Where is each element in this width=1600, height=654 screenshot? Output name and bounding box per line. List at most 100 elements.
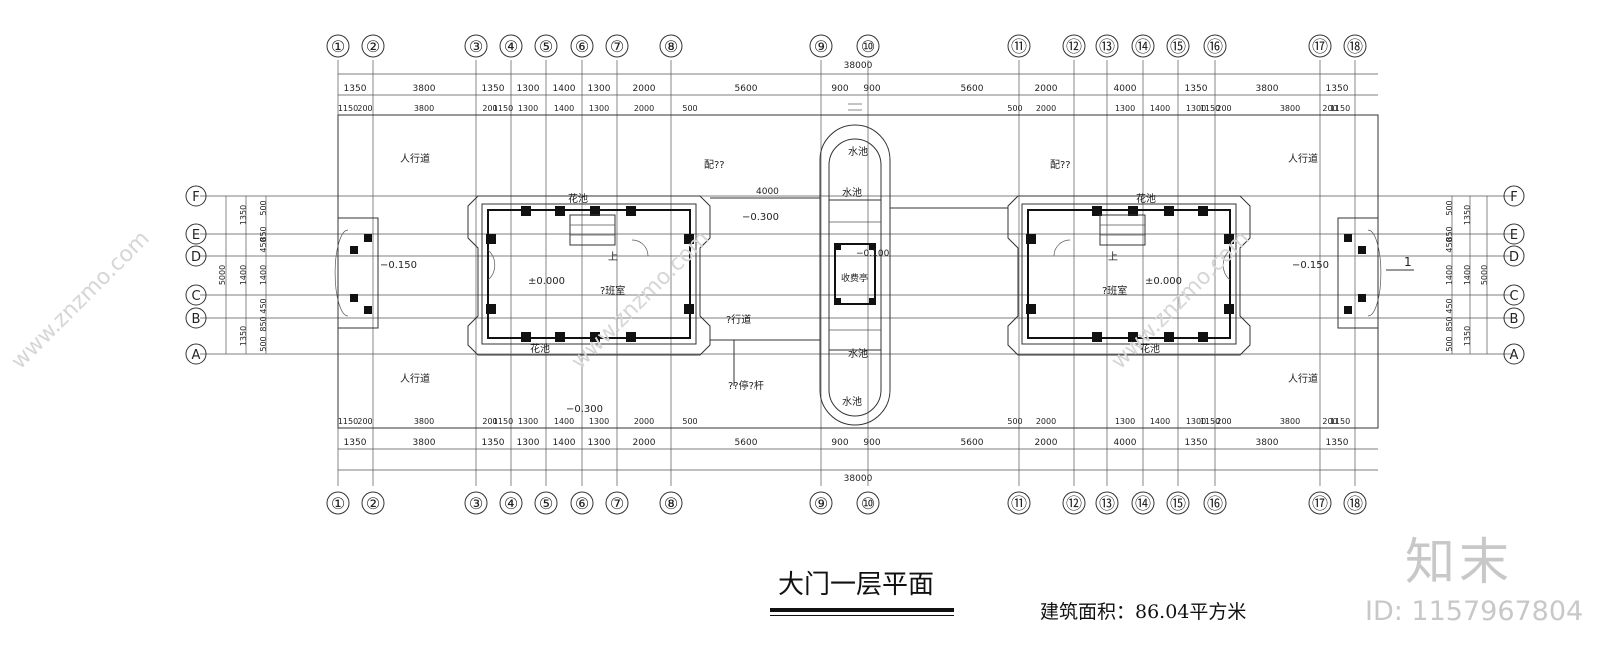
dimension-text: 200 [482, 417, 497, 426]
grid-number: ⑨ [814, 37, 828, 56]
grid-bubble [185, 223, 207, 245]
dimension-text: 500 [682, 104, 697, 113]
room-labels: 人行道 人行道 人行道 人行道 花池 花池 花池 花池 ?班室 ?班室 上 上 … [380, 145, 1412, 415]
dimension-text: 3800 [414, 104, 434, 113]
grid-number: ④ [504, 37, 518, 56]
title-underline-thick [770, 608, 954, 612]
dimension-text: 1300 [588, 84, 611, 94]
dimension-text: 1150 [338, 417, 358, 426]
dimension-text: 1400 [554, 417, 574, 426]
side-dimension-text: 5000 [1480, 265, 1489, 285]
grid-number: ① [331, 494, 345, 513]
dimension-text: 1350 [1185, 438, 1208, 448]
dimension-text: 2000 [1036, 104, 1056, 113]
grid-bubble [809, 491, 833, 515]
dimension-text: 1350 [1326, 84, 1349, 94]
dimension-text: 1400 [553, 84, 576, 94]
side-dimension-text: 450 [1445, 237, 1454, 252]
grid-bubble [1095, 34, 1119, 58]
grid-number: ① [331, 37, 345, 56]
grid-bubble [1308, 491, 1332, 515]
grid-bubble [605, 491, 629, 515]
dimension-text: 900 [831, 438, 848, 448]
grid-number: ⑫ [1066, 37, 1082, 56]
left-gatehouse [467, 195, 711, 356]
side-dimension-text: 500 [259, 336, 268, 351]
grid-bubble [1503, 307, 1525, 329]
grid-number: ⑩ [861, 494, 875, 513]
grid-bubble [326, 34, 350, 58]
grid-number: ⑰ [1312, 494, 1328, 513]
watermark-logo: 知末 [1405, 533, 1513, 591]
grid-bubble [856, 491, 880, 515]
grid-bubble [1007, 34, 1031, 58]
label-up-l: 上 [608, 251, 618, 263]
dimension-text: 38000 [844, 61, 873, 71]
dimension-text: 3800 [1280, 104, 1300, 113]
grid-bubble [534, 34, 558, 58]
level-0-right: ±0.000 [1145, 276, 1182, 287]
grid-number: ⑫ [1066, 494, 1082, 513]
grid-bubble [1203, 491, 1227, 515]
grid-number: ⑨ [814, 494, 828, 513]
dimension-text: 2000 [1035, 84, 1058, 94]
grid-number: ② [366, 494, 380, 513]
grid-bubble [185, 284, 207, 306]
dimension-text: 3800 [1280, 417, 1300, 426]
label-sidewalk-tr: 人行道 [1288, 152, 1318, 165]
dimension-text: 900 [863, 438, 880, 448]
dimension-text: 5600 [961, 438, 984, 448]
grid-number: ⑬ [1099, 494, 1115, 513]
dimension-text: 5600 [961, 84, 984, 94]
side-dimension-text: 1350 [239, 326, 248, 346]
dimension-text: 200 [357, 104, 372, 113]
grid-number: ⑭ [1135, 37, 1151, 56]
grid-number: ⑰ [1312, 37, 1328, 56]
grid-bubble [534, 491, 558, 515]
vertical-grid-lines [337, 60, 1356, 486]
grid-bubble [1131, 34, 1155, 58]
dimension-text: 1300 [1115, 104, 1135, 113]
watermark-url-3: www.znzmo.com [1107, 226, 1255, 374]
label-barrier: ??停?杆 [728, 379, 764, 392]
side-dimension-text: 1400 [1445, 265, 1454, 285]
side-dimension-text: 450 [1445, 298, 1454, 313]
label-toll-booth: 收费亭 [841, 272, 868, 284]
grid-number: ⑥ [575, 37, 589, 56]
grid-letter: F [192, 190, 199, 205]
grid-bubble [856, 34, 880, 58]
central-island [819, 103, 891, 426]
grid-bubble [1503, 223, 1525, 245]
grid-bubble [361, 34, 385, 58]
dimension-text: 2000 [633, 438, 656, 448]
lane-lines [710, 197, 1008, 386]
grid-bubble [185, 307, 207, 329]
grid-number: ⑯ [1207, 494, 1223, 513]
dimension-text: 3800 [413, 438, 436, 448]
grid-letter: E [192, 228, 200, 243]
grid-bubble [1343, 491, 1367, 515]
dimension-text: 200 [1216, 104, 1231, 113]
watermark-id: ID: 1157967804 [1365, 596, 1584, 627]
level-m300-bottom: −0.300 [566, 404, 603, 415]
grid-number: ⑥ [575, 494, 589, 513]
label-duty-room-l: ?班室 [600, 284, 625, 297]
grid-letter: B [192, 312, 201, 327]
dimension-text: 900 [831, 84, 848, 94]
grid-bubble [326, 491, 350, 515]
grid-number: ③ [469, 37, 483, 56]
dimension-text: 200 [482, 104, 497, 113]
dimension-text: 1300 [517, 438, 540, 448]
dimension-text: 1400 [1150, 104, 1170, 113]
dimension-text: 1350 [344, 84, 367, 94]
dimension-text: 1150 [493, 104, 513, 113]
side-dimension-text: 1350 [1463, 326, 1472, 346]
grid-bubble [809, 34, 833, 58]
grid-number: ⑮ [1170, 494, 1186, 513]
dimension-text: 500 [1007, 417, 1022, 426]
dimension-text: 2000 [634, 417, 654, 426]
dimension-text: 1350 [1326, 438, 1349, 448]
